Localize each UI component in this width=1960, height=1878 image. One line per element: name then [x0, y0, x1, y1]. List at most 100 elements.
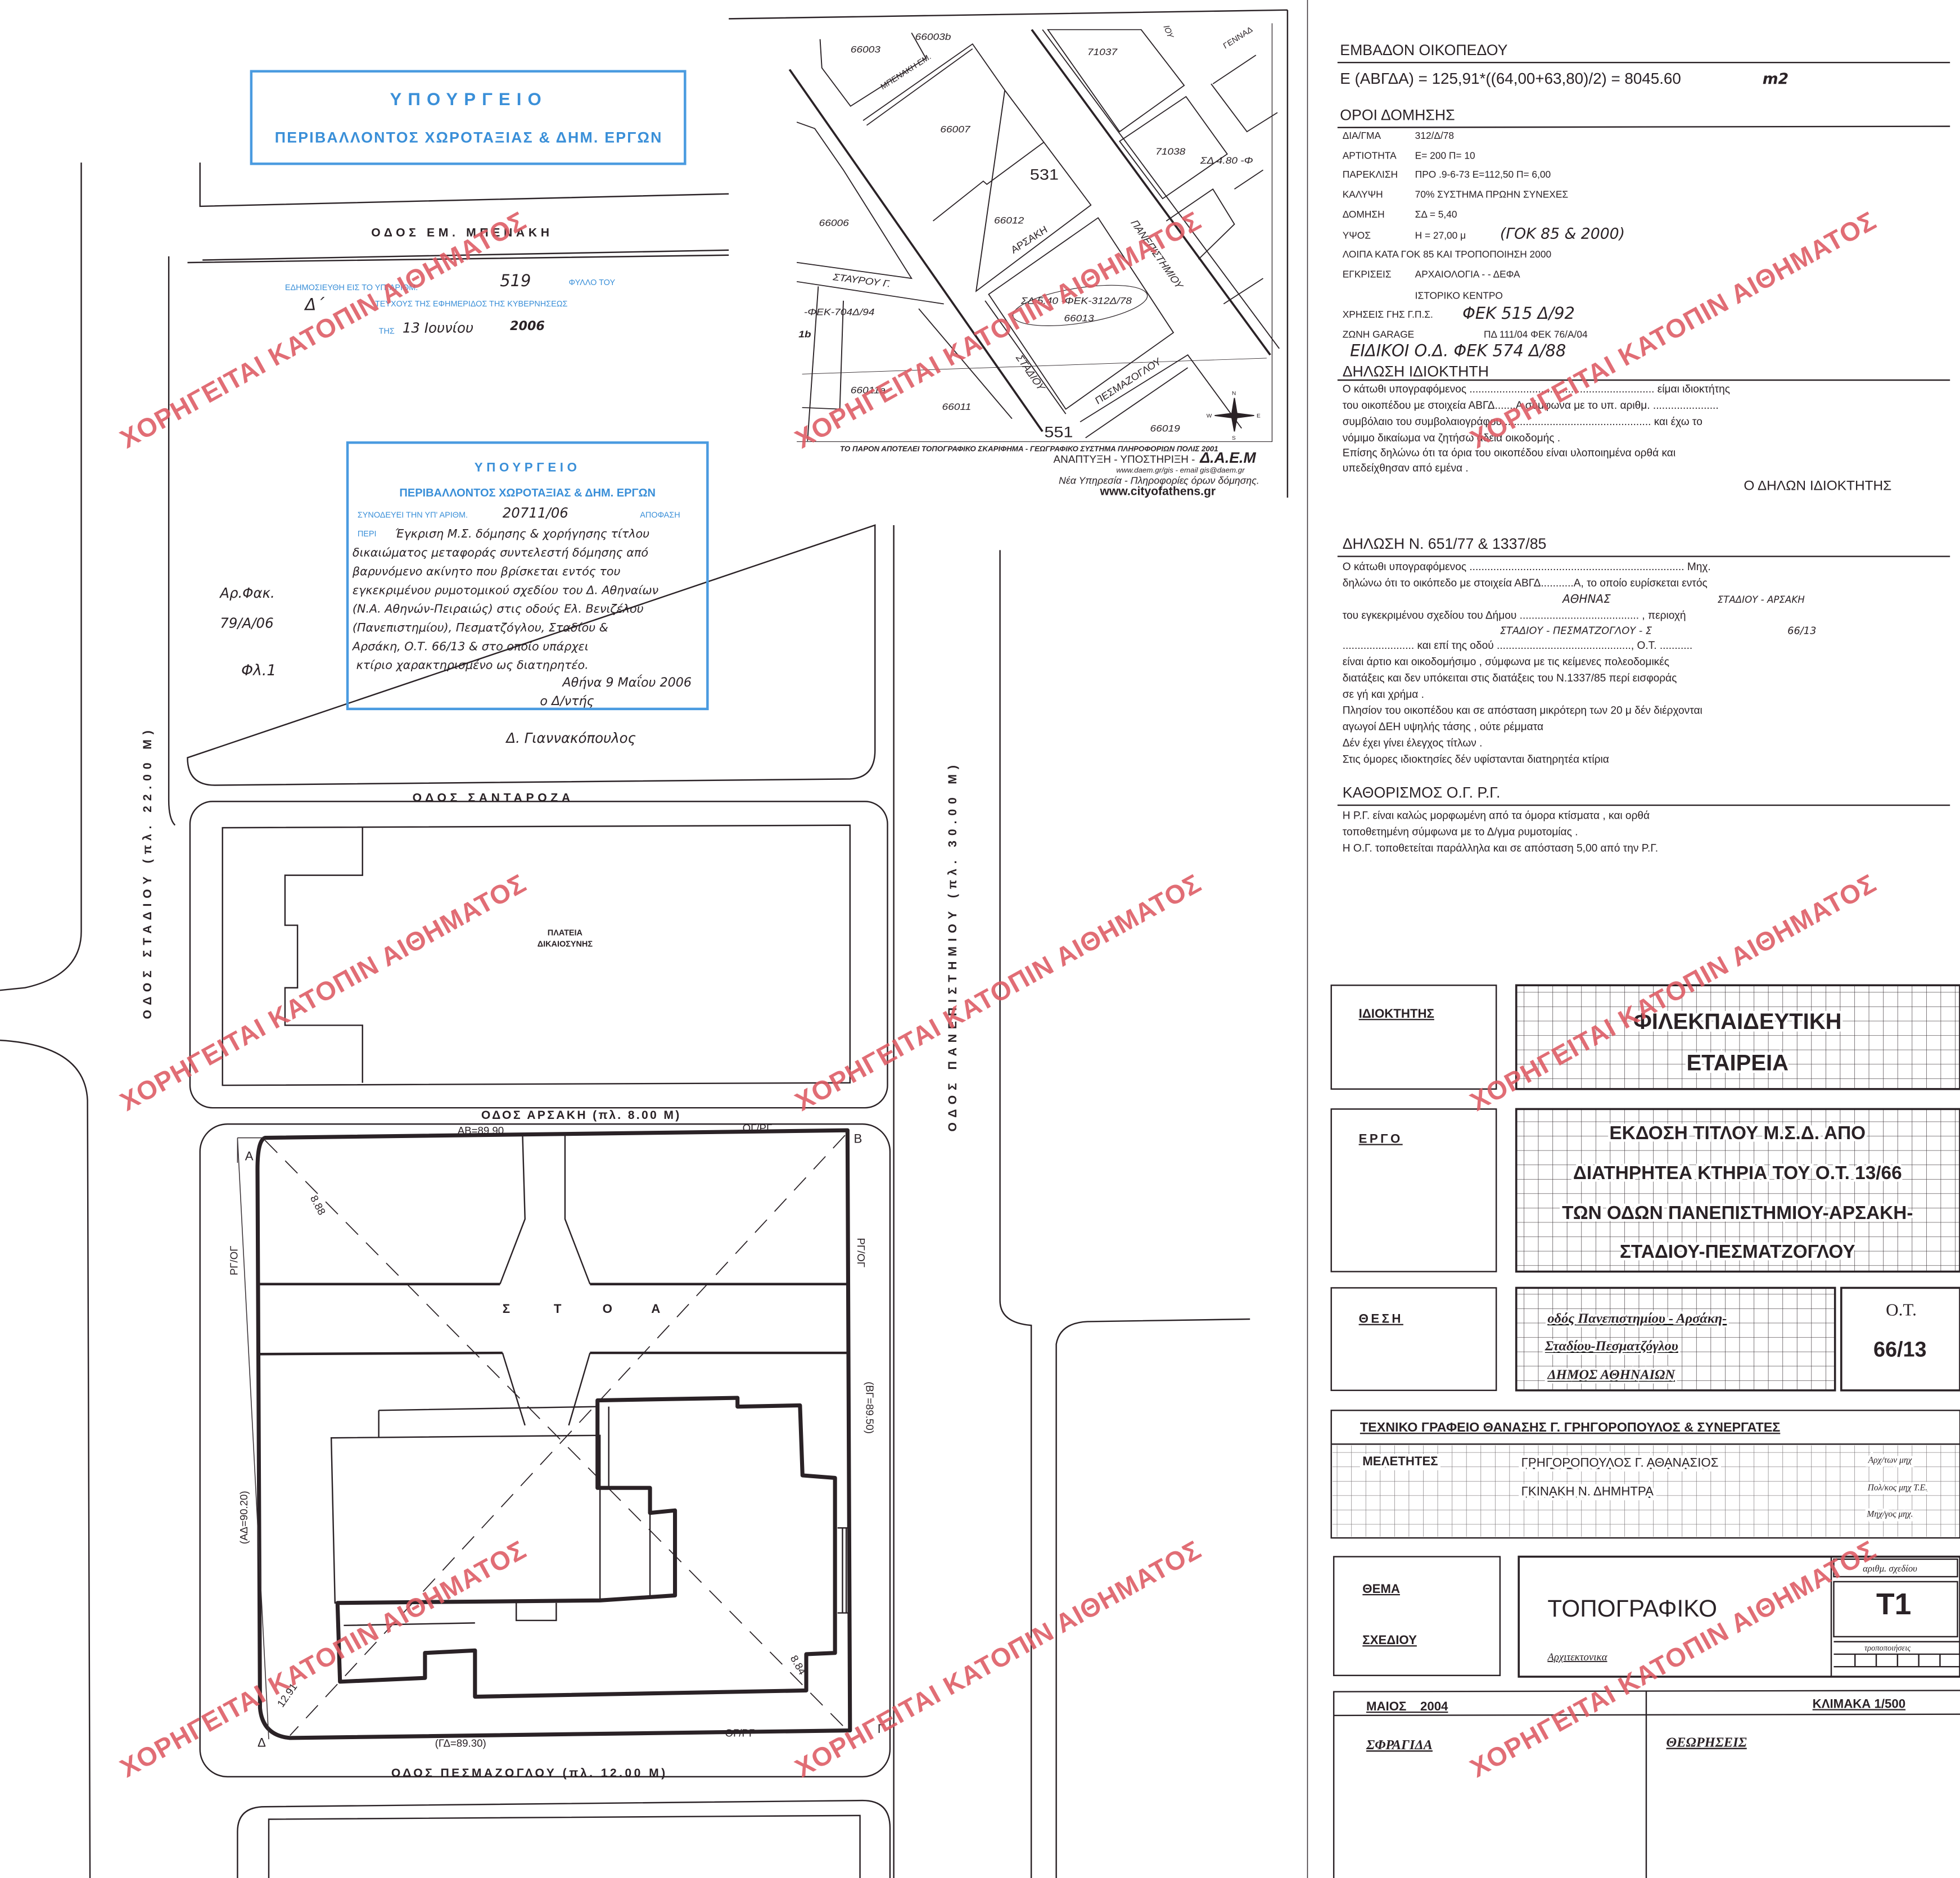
declaration-line: Πλησίον του οικοπέδου και σε απόσταση μι…: [1343, 705, 1702, 717]
term-label: ΠΑΡΕΚΛΙΣΗ: [1343, 169, 1398, 180]
diagonal-a: 8.88: [308, 1193, 328, 1217]
stadiou-road-edge: [0, 1039, 91, 1878]
engineer-declaration: ΔΗΛΩΣΗ Ν. 651/77 & 1337/85 Ο κάτωθι υπογ…: [1337, 535, 1950, 765]
watermark: ΧΟΡΗΓΕΙΤΑΙ ΚΑΤΟΠΙΝ ΑΙΘΗΜΑΤΟΣ: [115, 868, 531, 1117]
stamp-subtitle: ΠΕΡΙΒΑΛΛΟΝΤΟΣ ΧΩΡΟΤΑΞΙΑΣ & ΔΗΜ. ΕΡΓΩΝ: [275, 129, 663, 146]
handwritten-line: δικαιώματος μεταφοράς συντελεστή δόμησης…: [353, 546, 648, 559]
subject-box: [1518, 1555, 1960, 1678]
dimension-ad: (ΑΔ=90.20): [238, 1491, 250, 1544]
stamp-text: ΑΠΟΦΑΣΗ: [640, 511, 680, 520]
handwritten-street: ΣΤΑΔΙΟΥ - ΠΕΣΜΑΤΖΟΓΛΟΥ - Σ: [1500, 625, 1652, 636]
parcel-label: 66012: [994, 215, 1024, 226]
subject-label: ΣΧΕΔΙΟΥ: [1362, 1633, 1417, 1647]
square-label: ΠΛΑΤΕΙΑ: [548, 928, 583, 937]
declaration-line: του εγκεκριμένου σχεδίου του Δήμου .....…: [1343, 610, 1686, 622]
area-section: ΕΜΒΑΔΟΝ ΟΙΚΟΠΕΔΟΥ Ε (ΑΒΓΔΑ) = 125,91*((6…: [1337, 42, 1950, 88]
og-rg-section: ΚΑΘΟΡΙΣΜΟΣ Ο.Γ. Ρ.Γ. Η Ρ.Γ. είναι καλώς …: [1337, 784, 1950, 854]
street-label-santaroza: ΟΔΟΣ ΣΑΝΤΑΡΟΖΑ: [413, 791, 574, 804]
map-block-right: [1166, 55, 1278, 305]
publication-issue: Δ΄: [304, 295, 325, 314]
stadiou-road-edge: [168, 256, 176, 826]
plot-corner-a: [237, 1137, 269, 1740]
owner-signature-label: Ο ΔΗΛΩΝ ΙΔΙΟΚΤΗΤΗΣ: [1744, 478, 1891, 494]
handwritten-area: ΣΤΑΔΙΟΥ - ΑΡΣΑΚΗ: [1718, 594, 1805, 605]
subject-label-box: [1333, 1556, 1501, 1676]
stoa-letter: Α: [651, 1302, 660, 1316]
panepistimiou-line: [1031, 29, 1271, 356]
map-block-inner: [866, 48, 973, 126]
term-value: ΣΔ = 5,40: [1415, 209, 1457, 220]
declaration-line: του οικοπέδου με στοιχεία ΑΒΓΔ.......Α σ…: [1343, 400, 1719, 412]
declaration-line: Ο κάτωθι υπογραφόμενος .................…: [1343, 561, 1711, 573]
stoa-edges: [260, 1283, 848, 1356]
corner-d: Δ: [258, 1736, 266, 1750]
watermark: ΧΟΡΗΓΕΙΤΑΙ ΚΑΤΟΠΙΝ ΑΙΘΗΜΑΤΟΣ: [790, 868, 1206, 1117]
square-label: ΔΙΚΑΙΟΣΥΝΗΣ: [538, 940, 593, 949]
declaration-line: συμβόλαιο του συμβολαιογράφου ..........…: [1343, 416, 1702, 428]
publication-text: ΤΗΣ: [379, 327, 395, 336]
og-rg-heading: ΚΑΘΟΡΙΣΜΟΣ Ο.Γ. Ρ.Γ.: [1343, 784, 1501, 801]
margin-note-line: Φλ.1: [241, 662, 276, 679]
map-footer-website[interactable]: www.cityofathens.gr: [1099, 485, 1216, 498]
compass-icon: [1214, 398, 1254, 432]
owner-declaration: ΔΗΛΩΣΗ ΙΔΙΟΚΤΗΤΗ Ο κάτωθι υπογραφόμενος …: [1337, 363, 1950, 494]
handwritten-line: (Πανεπιστημίου), Πεσματζόγλου, Σταδίου &: [353, 621, 608, 634]
drawing-number: Τ1: [1876, 1588, 1911, 1621]
handwritten-municipality: ΑΘΗΝΑΣ: [1561, 592, 1611, 606]
term-value: ΙΣΤΟΡΙΚΟ ΚΕΝΤΡΟ: [1415, 290, 1503, 301]
rg-og-right: ΡΓ/ΟΓ: [855, 1238, 867, 1267]
map-block-66007: [862, 43, 1092, 292]
term-label: ΖΩΝΗ GARAGE: [1343, 328, 1415, 340]
building-inner-walls: [344, 1406, 651, 1627]
designer-role: Μηχ/γος μηχ.: [1866, 1509, 1913, 1519]
declaration-line: Επίσης δηλώνω ότι τα όρια του οικοπέδου …: [1343, 448, 1676, 459]
declaration-line: αγωγοί ΔΕΗ υψηλής τάσης , ούτε ρέμματα: [1343, 721, 1543, 733]
panepistimiou-road-edge: [1055, 1318, 1250, 1878]
project-grid-box: [1515, 1108, 1960, 1273]
parcel-label: 66019: [1150, 423, 1180, 434]
map-annotation: -ΦΕΚ-704Δ/94: [804, 306, 875, 317]
publication-text: ΤΕΥΧΟΥΣ ΤΗΣ ΕΦΗΜΕΡΙΔΟΣ ΤΗΣ ΚΥΒΕΡΝΗΣΕΩΣ: [375, 300, 568, 309]
block-square: [189, 801, 888, 1109]
decision-number: 20711/06: [503, 505, 568, 521]
revisions-table: [1833, 1641, 1960, 1668]
drawing-subtitle: Αρχιτεκτονικα: [1546, 1651, 1607, 1663]
parcel-label: 66011: [942, 401, 971, 412]
office-box: [1330, 1410, 1960, 1539]
divider: [1337, 125, 1950, 129]
location-line: οδός Πανεπιστημίου - Αρσάκη-: [1547, 1311, 1727, 1326]
project-label-box: [1330, 1108, 1497, 1272]
designer-name: ΓΡΗΓΟΡΟΠΟΥΛΟΣ Γ. ΑΘΑΝΑΣΙΟΣ: [1521, 1455, 1719, 1469]
street-label-stadiou: ΟΔΟΣ ΣΤΑΔΙΟΥ (πλ. 22.00 Μ): [141, 725, 154, 1019]
publication-text: ΦΥΛΛΟ ΤΟΥ: [569, 278, 616, 287]
parcel-label: 71037: [1087, 47, 1118, 57]
location-grid-box: [1515, 1286, 1836, 1392]
benaki-road-edge: [199, 162, 731, 207]
parcel-label: 66003: [851, 44, 880, 55]
declaration-line: Δέν έχει γίνει έλεγχος τίτλων .: [1343, 738, 1483, 750]
margin-note-line: 79/Α/06: [220, 615, 273, 631]
parcel-label: 66003b: [915, 31, 951, 42]
map-sheet-line: [802, 358, 1267, 374]
footer-boxes: [1333, 1690, 1960, 1878]
drawing-no-label-box: [1833, 1558, 1958, 1578]
ministry-stamp: ΥΠΟΥΡΓΕΙΟ ΠΕΡΙΒΑΛΛΟΝΤΟΣ ΧΩΡΟΤΑΞΙΑΣ & ΔΗΜ…: [250, 70, 687, 165]
declaration-line: είναι άρτιο και οικοδομήσιμο , σύμφωνα μ…: [1343, 656, 1669, 668]
street-label-panepistimiou: ΟΔΟΣ ΠΑΝΕΠΙΣΤΗΜΙΟΥ (πλ. 30.00 Μ): [946, 760, 959, 1131]
term-value: 70% ΣΥΣΤΗΜΑ ΠΡΩΗΝ ΣΥΝΕΧΕΣ: [1415, 188, 1569, 200]
term-label: ΔΟΜΗΣΗ: [1343, 209, 1385, 220]
declaration-line: δηλώνω ότι το οικόπεδο με στοιχεία ΑΒΓΔ.…: [1343, 577, 1708, 589]
map-footer-service: Νέα Υπηρεσία - Πληροφορίες όρων δόμησης.: [1059, 475, 1259, 486]
parcel-label: 71038: [1155, 146, 1185, 157]
block-number: 531: [1030, 166, 1059, 183]
seal-label: ΣΦΡΑΓΙΔΑ: [1366, 1737, 1433, 1753]
approvals-label: ΘΕΩΡΗΣΕΙΣ: [1667, 1735, 1747, 1750]
stoa-letter: Ο: [603, 1302, 612, 1316]
title-block: ΙΔΙΟΚΤΗΤΗΣ ΦΙΛΕΚΠΑΙΔΕΥΤΙΚΗ ΕΤΑΙΡΕΙΑ ΕΡΓΟ…: [1330, 984, 1960, 1878]
map-block-66011: [796, 281, 1013, 441]
project-label: ΕΡΓΟ: [1359, 1131, 1403, 1145]
og-rg-label: ΟΓ/ΡΓ: [725, 1727, 755, 1739]
block-number-box: [1840, 1286, 1960, 1392]
publication-number: 519: [500, 271, 531, 290]
designer-role: Αρχ/των μηχ: [1868, 1456, 1913, 1465]
